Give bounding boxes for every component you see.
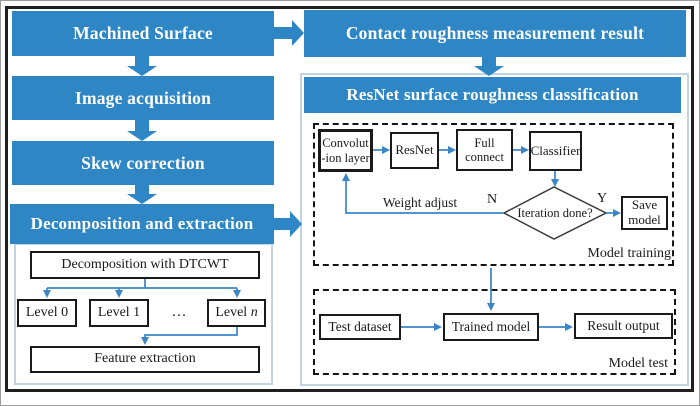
- level-0-box: Level 0: [17, 299, 77, 327]
- save-model-line1: Save: [631, 197, 658, 213]
- save-model-line2: model: [628, 212, 661, 227]
- level-n-box: Level n: [207, 299, 266, 327]
- arrow-stem: [482, 57, 496, 66]
- branch-yes-label: Y: [597, 191, 608, 206]
- skew-correction-box: Skew correction: [12, 141, 274, 185]
- result-output-box: Result output: [574, 313, 673, 339]
- contact-roughness-label: Contact roughness measurement result: [345, 23, 645, 43]
- trained-model-box: Trained model: [443, 313, 539, 341]
- arrow-stem: [135, 120, 149, 131]
- convolution-layer-line1: Convolut: [322, 136, 369, 151]
- arrow-stem: [135, 56, 149, 66]
- classifier-box: Classifier: [529, 131, 582, 171]
- save-model-box: Save model: [621, 196, 668, 230]
- arrow-head: [127, 66, 157, 76]
- classifier-label: Classifier: [530, 142, 581, 158]
- arrow-stem: [274, 218, 290, 230]
- arrow-head: [127, 131, 157, 141]
- arrow-head: [292, 20, 304, 46]
- machined-surface-box: Machined Surface: [12, 11, 274, 56]
- decomposition-extraction-label: Decomposition and extraction: [30, 214, 254, 233]
- result-output-label: Result output: [587, 318, 660, 334]
- resnet-classification-label: ResNet surface roughness classification: [346, 85, 639, 104]
- down-block-arrow-icon: [127, 185, 157, 204]
- arrow-head: [474, 66, 504, 76]
- level-1-box: Level 1: [89, 299, 149, 327]
- full-connect-line1: Full: [474, 135, 495, 150]
- level-1-label: Level 1: [97, 304, 141, 320]
- right-block-arrow-icon: [274, 20, 304, 46]
- model-test-label: Model test: [608, 356, 669, 371]
- convolution-layer-line2: -ion layer: [321, 150, 370, 165]
- dtcwt-box: Decomposition with DTCWT: [30, 251, 260, 279]
- iteration-done-label: Iteration done?: [517, 206, 593, 220]
- resnet-classification-header: ResNet surface roughness classification: [304, 77, 681, 113]
- image-acquisition-label: Image acquisition: [74, 87, 212, 108]
- arrow-stem: [135, 185, 149, 194]
- level-n-variable: n: [250, 304, 258, 320]
- arrow-stem: [274, 27, 292, 39]
- test-dataset-box: Test dataset: [319, 314, 401, 340]
- arrow-head: [290, 211, 302, 237]
- dtcwt-label: Decomposition with DTCWT: [61, 256, 229, 272]
- branch-no-label: N: [487, 192, 498, 207]
- right-block-arrow-icon: [274, 211, 302, 237]
- image-acquisition-box: Image acquisition: [12, 76, 274, 120]
- levels-ellipsis: …: [171, 304, 187, 320]
- full-connect-box: Full connect: [456, 129, 513, 171]
- test-dataset-label: Test dataset: [328, 319, 392, 335]
- arrow-head: [127, 194, 157, 204]
- down-block-arrow-icon: [127, 56, 157, 76]
- resnet-box: ResNet: [390, 132, 439, 169]
- level-n-label: Level n: [215, 304, 258, 320]
- level-0-label: Level 0: [25, 304, 69, 320]
- feature-extraction-box: Feature extraction: [30, 346, 260, 373]
- machined-surface-label: Machined Surface: [73, 23, 213, 43]
- convolution-layer-box: Convolut -ion layer: [318, 129, 373, 172]
- model-training-section: [313, 123, 674, 266]
- contact-roughness-box: Contact roughness measurement result: [304, 10, 686, 57]
- model-test-section: [313, 289, 676, 375]
- full-connect-line2: connect: [465, 150, 504, 164]
- decomposition-extraction-box: Decomposition and extraction: [10, 204, 274, 244]
- trained-model-label: Trained model: [451, 319, 531, 335]
- down-block-arrow-icon: [474, 57, 504, 76]
- model-training-label: Model training: [587, 246, 671, 261]
- down-block-arrow-icon: [127, 120, 157, 141]
- feature-extraction-label: Feature extraction: [94, 351, 196, 367]
- skew-correction-label: Skew correction: [81, 152, 205, 173]
- weight-adjust-label: Weight adjust: [382, 195, 458, 210]
- resnet-label: ResNet: [395, 142, 434, 158]
